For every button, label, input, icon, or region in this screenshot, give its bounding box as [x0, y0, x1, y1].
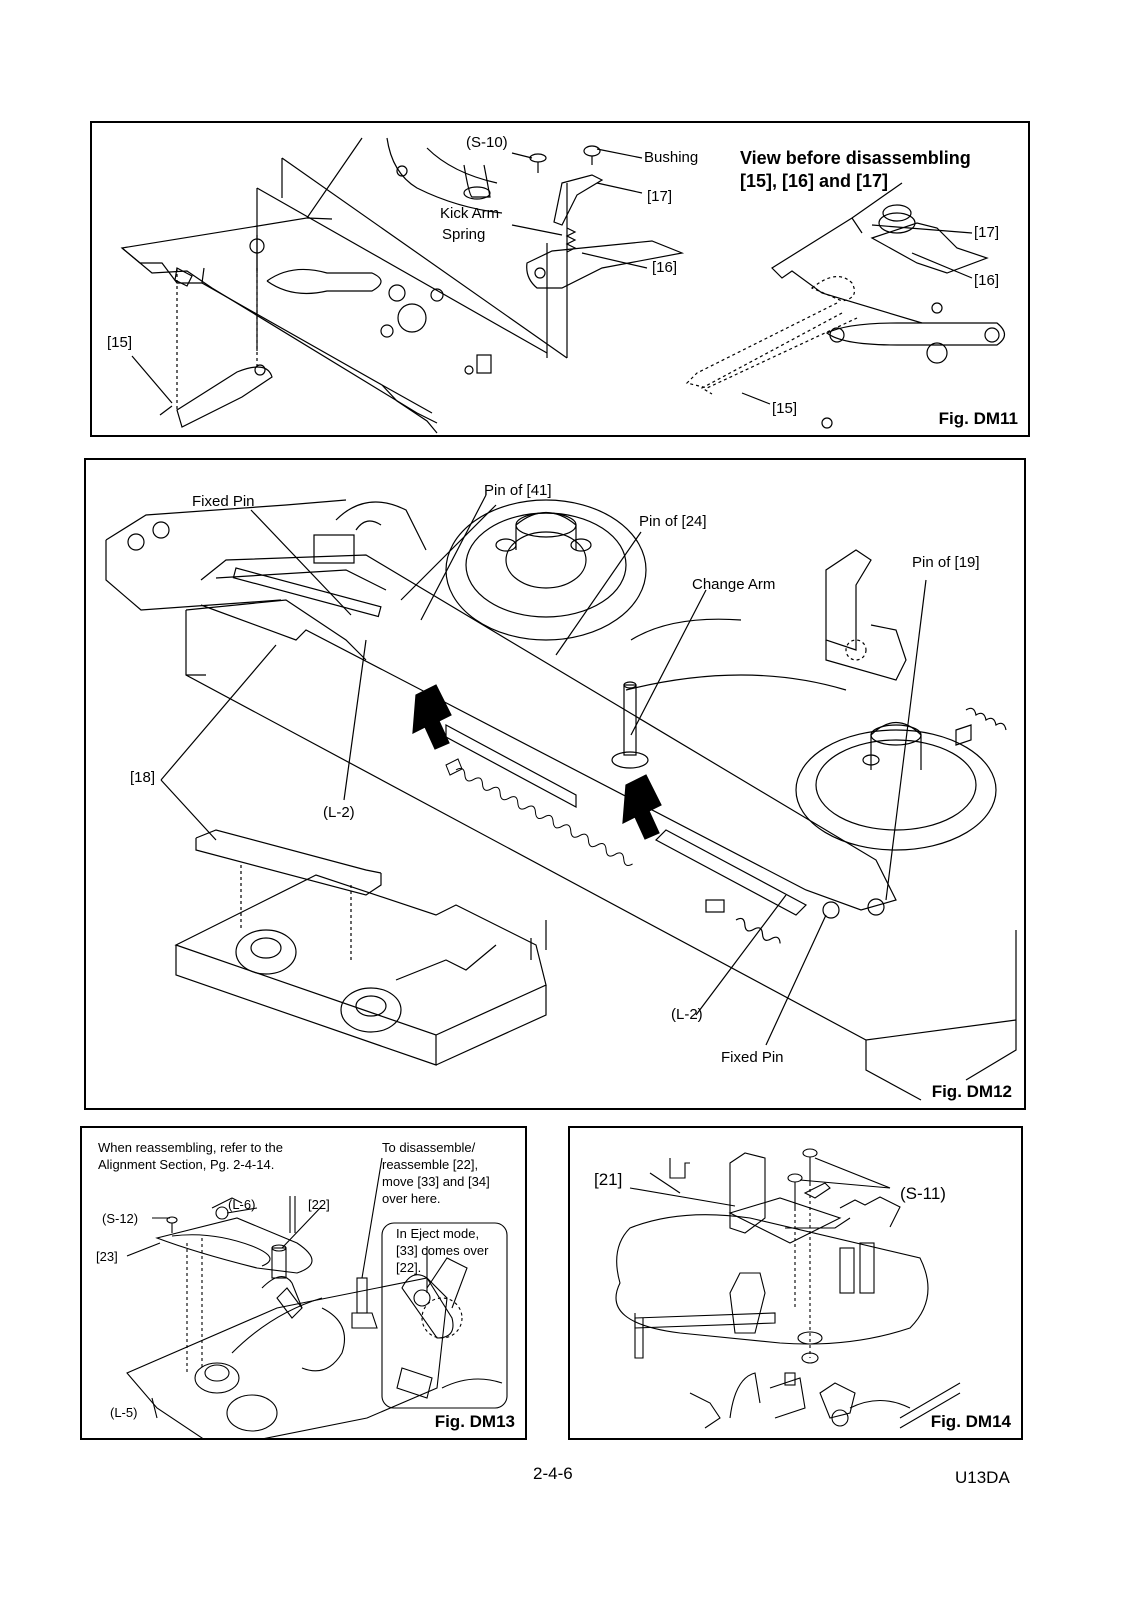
dm13-eject-line3: [22]. — [396, 1259, 422, 1275]
dm11-title-line2: [15], [16] and [17] — [740, 170, 889, 191]
label-l2-right: (L-2) — [671, 1006, 703, 1023]
label-s10: (S-10) — [466, 134, 508, 151]
figure-dm12-caption: Fig. DM12 — [931, 1082, 1012, 1101]
label-change-arm: Change Arm — [692, 576, 776, 593]
dm13-note-right-line4: over here. — [382, 1190, 441, 1206]
figure-dm13-caption: Fig. DM13 — [434, 1412, 515, 1431]
label-s12: (S-12) — [102, 1211, 139, 1226]
label-part21: [21] — [594, 1170, 623, 1189]
figure-dm12-panel: Fixed Pin Pin of [41] Pin of [24] Change… — [84, 458, 1026, 1110]
dm12-drawing — [105, 494, 1017, 1101]
label-kick-spring: Spring — [442, 226, 486, 243]
label-bushing: Bushing — [644, 149, 699, 166]
label-l6: (L-6) — [228, 1197, 256, 1212]
label-inset-part16: [16] — [974, 272, 1000, 289]
dm13-note-right: To disassemble/ reassemble [22], move [3… — [382, 1140, 490, 1208]
figure-dm11-caption: Fig. DM11 — [938, 409, 1018, 428]
dm11-title-line1: View before disassembling — [740, 148, 971, 168]
label-l2-left: (L-2) — [323, 804, 355, 821]
dm13-note-right-line1: To disassemble/ — [382, 1140, 476, 1155]
label-part23: [23] — [96, 1249, 118, 1264]
label-kick-arm: Kick Arm — [440, 205, 500, 222]
label-l5: (L-5) — [110, 1405, 138, 1420]
figure-dm14-caption: Fig. DM14 — [930, 1412, 1011, 1431]
dm13-note-left: When reassembling, refer to the Alignmen… — [98, 1140, 283, 1174]
label-inset-part15: [15] — [772, 400, 798, 417]
dm13-eject-note: In Eject mode, [33] comes over [22]. — [396, 1226, 489, 1277]
label-fixed-pin-top: Fixed Pin — [192, 493, 255, 510]
figure-dm14-panel: [21] (S-11) Fig. DM14 — [568, 1126, 1023, 1440]
label-fixed-pin-bottom: Fixed Pin — [721, 1049, 784, 1066]
dm11-drawing — [120, 137, 1006, 434]
dm13-drawing — [126, 1157, 508, 1438]
dm13-eject-line2: [33] comes over — [396, 1242, 489, 1258]
label-pin-of-24: Pin of [24] — [639, 513, 707, 530]
dm13-note-left-line1: When reassembling, refer to the — [98, 1140, 283, 1155]
label-part15: [15] — [107, 334, 133, 351]
label-part16: [16] — [652, 259, 678, 276]
label-pin-of-41: Pin of [41] — [484, 482, 552, 499]
label-pin-of-19: Pin of [19] — [912, 554, 980, 571]
dm14-drawing — [615, 1148, 961, 1429]
label-s11: (S-11) — [900, 1184, 946, 1203]
figure-dm11-panel: (S-10) Bushing [17] Kick Arm Spring [16]… — [90, 121, 1030, 437]
model-code: U13DA — [955, 1468, 1010, 1487]
figure-dm13-panel: When reassembling, refer to the Alignmen… — [80, 1126, 527, 1440]
dm11-inset-title: View before disassembling [15], [16] and… — [740, 147, 971, 192]
dm13-note-left-line2: Alignment Section, Pg. 2-4-14. — [98, 1156, 275, 1172]
label-part22: [22] — [308, 1197, 330, 1212]
dm13-note-right-line3: move [33] and [34] — [382, 1173, 490, 1189]
label-part18: [18] — [130, 769, 156, 786]
dm13-eject-line1: In Eject mode, — [396, 1226, 480, 1241]
dm13-note-right-line2: reassemble [22], — [382, 1156, 479, 1172]
label-part17: [17] — [647, 188, 673, 205]
page-number: 2-4-6 — [533, 1464, 573, 1483]
label-inset-part17: [17] — [974, 224, 1000, 241]
